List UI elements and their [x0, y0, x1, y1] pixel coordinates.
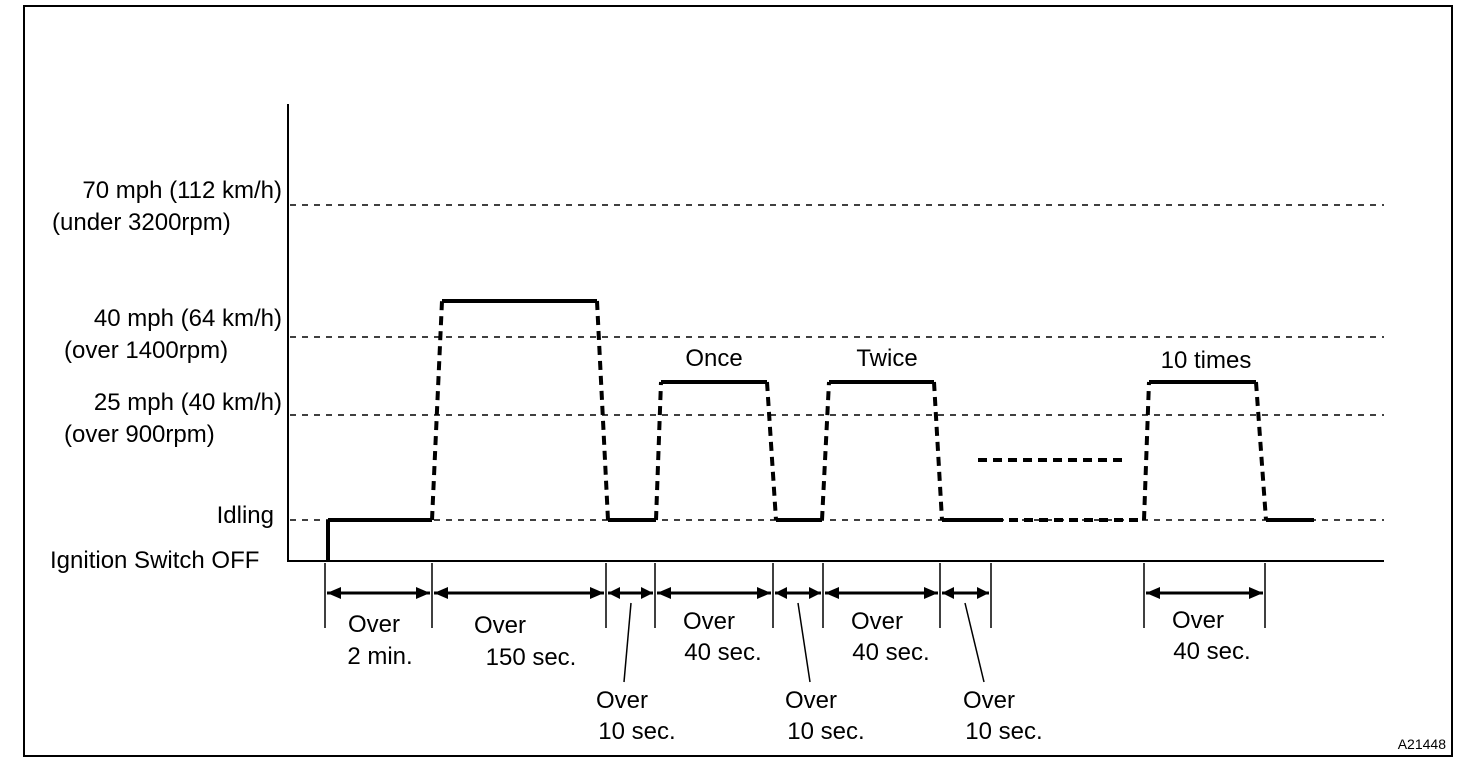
interval-ticks: [324, 563, 1266, 628]
accel-1: [430, 300, 444, 521]
label-70mph-line1: 70 mph (112 km/h): [82, 177, 282, 204]
arrowhead: [942, 587, 954, 599]
label-over-10-sec-3-line2: 10 sec.: [965, 718, 1042, 745]
speed-profile-transitions: [430, 300, 1268, 522]
decel-3: [932, 381, 944, 521]
label-over-10-sec-3-line1: Over: [963, 687, 1015, 714]
label-over-40-sec-3-line1: Over: [1172, 607, 1224, 634]
leader-lines: [623, 602, 985, 683]
label-over-10-sec-2-line2: 10 sec.: [787, 718, 864, 745]
label-idling: Idling: [217, 502, 274, 529]
figure-code: A21448: [1398, 736, 1446, 752]
label-over-40-sec-2-line2: 40 sec.: [852, 639, 929, 666]
label-twice: Twice: [856, 345, 917, 372]
label-over-40-sec-1-line2: 40 sec.: [684, 639, 761, 666]
arrowhead: [1249, 587, 1263, 599]
speed-profile-solid: [326, 299, 1314, 561]
arrowhead: [327, 587, 341, 599]
y-axis-labels: 70 mph (112 km/h) (under 3200rpm) 40 mph…: [50, 177, 282, 574]
cycle-labels: Once Twice 10 times: [685, 345, 1251, 374]
arrowhead: [924, 587, 938, 599]
leader-10-sec-3: [964, 602, 985, 683]
label-10-times: 10 times: [1161, 347, 1252, 374]
label-over-40-sec-2-line1: Over: [851, 608, 903, 635]
label-ignition-off: Ignition Switch OFF: [50, 547, 259, 574]
arrowhead: [608, 587, 620, 599]
arrowhead: [775, 587, 787, 599]
accel-3: [820, 381, 831, 521]
accel-2: [654, 381, 663, 521]
arrowheads: [327, 587, 1263, 599]
arrowhead: [825, 587, 839, 599]
interval-labels: Over 2 min. Over 150 sec. Over 40 sec. O…: [347, 607, 1250, 745]
arrowhead: [657, 587, 671, 599]
decel-1: [595, 300, 610, 521]
label-over-10-sec-1-line1: Over: [596, 687, 648, 714]
arrowhead: [590, 587, 604, 599]
label-over-10-sec-2-line1: Over: [785, 687, 837, 714]
label-over-150-sec-line2: 150 sec.: [486, 644, 577, 671]
label-over-40-sec-1-line1: Over: [683, 608, 735, 635]
label-over-150-sec-line1: Over: [474, 612, 526, 639]
label-over-40-sec-3-line2: 40 sec.: [1173, 638, 1250, 665]
arrowhead: [434, 587, 448, 599]
arrowhead: [757, 587, 771, 599]
label-40mph-line2: (over 1400rpm): [64, 337, 228, 364]
reference-lines: [290, 204, 1384, 521]
decel-4: [1254, 381, 1268, 521]
label-over-10-sec-1-line2: 10 sec.: [598, 718, 675, 745]
arrowhead: [1146, 587, 1160, 599]
arrowhead: [977, 587, 989, 599]
arrowhead: [416, 587, 430, 599]
leader-10-sec-1: [623, 602, 632, 683]
accel-4: [1142, 381, 1151, 521]
label-over-2-min-line1: Over: [348, 611, 400, 638]
arrowhead: [809, 587, 821, 599]
arrowhead: [641, 587, 653, 599]
leader-10-sec-2: [797, 602, 811, 683]
decel-2: [765, 381, 778, 521]
label-25mph-line1: 25 mph (40 km/h): [94, 389, 282, 416]
diagram-frame: [23, 5, 1453, 757]
label-once: Once: [685, 345, 742, 372]
label-70mph-line2: (under 3200rpm): [52, 209, 231, 236]
label-over-2-min-line2: 2 min.: [347, 643, 412, 670]
label-25mph-line2: (over 900rpm): [64, 421, 215, 448]
label-40mph-line1: 40 mph (64 km/h): [94, 305, 282, 332]
